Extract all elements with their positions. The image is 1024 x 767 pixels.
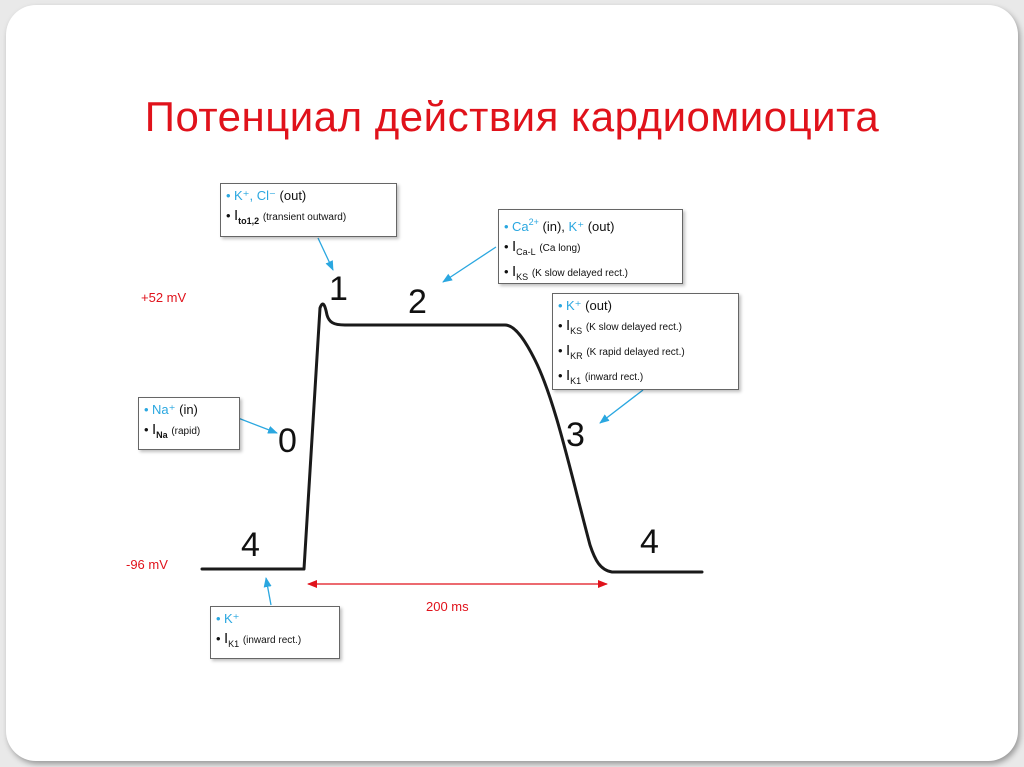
current-symbol: I: [566, 317, 571, 334]
phase-label-2: 2: [408, 283, 427, 321]
current-subscript: K1: [228, 639, 240, 649]
phase1-ion-box: •K⁺, Cl⁻ (out) •Ito1,2 (transient outwar…: [220, 183, 397, 237]
bullet-icon: •: [504, 239, 509, 254]
phase2-ion-box: •Ca2+ (in), K⁺ (out) •ICa-L (Ca long) •I…: [498, 209, 683, 284]
current-subscript: KR: [570, 351, 583, 361]
bullet-icon: •: [144, 422, 149, 437]
current-subscript: KS: [570, 326, 583, 336]
bullet-icon: •: [216, 611, 221, 626]
phase0-ion-box: •Na⁺ (in) •INa (rapid): [138, 397, 240, 450]
ion-charge: 2+: [528, 217, 539, 227]
direction-label: (out): [585, 298, 612, 313]
current-subscript: K1: [570, 376, 582, 386]
current-symbol: I: [566, 367, 571, 384]
current-subscript: KS: [516, 272, 529, 282]
bullet-icon: •: [504, 264, 509, 279]
current-line: •IK1 (inward rect.): [558, 366, 732, 391]
ion-label-calcium: Ca: [512, 219, 529, 234]
ion-label: K⁺, Cl⁻: [234, 188, 276, 203]
phase-label-0: 0: [278, 422, 297, 460]
current-line: •INa (rapid): [144, 420, 233, 445]
current-line: •ICa-L (Ca long): [504, 237, 676, 262]
current-symbol: I: [512, 238, 517, 255]
bullet-icon: •: [558, 368, 563, 383]
slide-background: [6, 5, 1018, 761]
current-subscript: to1,2: [238, 216, 260, 226]
bullet-icon: •: [558, 318, 563, 333]
current-symbol: I: [234, 207, 239, 224]
bullet-icon: •: [226, 188, 231, 203]
ion-line: •K⁺ (out): [558, 296, 732, 316]
current-description: (transient outward): [262, 212, 347, 223]
current-symbol: I: [152, 421, 157, 438]
current-subscript: Na: [156, 430, 168, 440]
ion-line: •K⁺: [216, 609, 333, 629]
current-description: (rapid): [171, 426, 201, 437]
ion-line: •K⁺, Cl⁻ (out): [226, 186, 390, 206]
current-symbol: I: [512, 263, 517, 280]
phase-label-4-right: 4: [640, 523, 659, 561]
ion-label: K⁺: [224, 611, 240, 626]
current-description: (K slow delayed rect.): [531, 268, 628, 279]
current-symbol: I: [224, 630, 229, 647]
current-description: (K slow delayed rect.): [585, 322, 682, 333]
current-symbol: I: [566, 342, 571, 359]
ion-label: Na⁺: [152, 402, 176, 417]
current-subscript: Ca-L: [516, 247, 536, 257]
current-description: (inward rect.): [584, 372, 644, 383]
current-description: (Ca long): [539, 243, 581, 254]
phase3-ion-box: •K⁺ (out) •IKS (K slow delayed rect.) •I…: [552, 293, 739, 390]
direction-label: (out): [587, 219, 615, 234]
phase-label-4-left: 4: [241, 526, 260, 564]
action-potential-curve: [200, 302, 704, 574]
current-line: •IKR (K rapid delayed rect.): [558, 341, 732, 366]
bullet-icon: •: [226, 208, 231, 223]
current-description: (K rapid delayed rect.): [586, 347, 685, 358]
current-line: •IKS (K slow delayed rect.): [558, 316, 732, 341]
phase4-arrow: [263, 577, 272, 606]
phase3-arrow: [599, 389, 644, 424]
phase4-ion-box: •K⁺ •IK1 (inward rect.): [210, 606, 340, 659]
direction-label: (out): [279, 188, 307, 203]
ion-label: K⁺: [566, 298, 582, 313]
phase1-arrow: [317, 237, 334, 271]
ion-label-potassium: K⁺: [568, 219, 585, 234]
bullet-icon: •: [558, 298, 563, 313]
phase-label-1: 1: [329, 270, 348, 308]
direction-label: (in),: [542, 219, 565, 234]
voltage-label-top: +52 mV: [141, 290, 186, 305]
bullet-icon: •: [144, 402, 149, 417]
ion-line: •Ca2+ (in), K⁺ (out): [504, 212, 676, 237]
phase-label-3: 3: [566, 416, 585, 454]
bullet-icon: •: [216, 631, 221, 646]
current-description: (inward rect.): [242, 635, 302, 646]
direction-label: (in): [179, 402, 198, 417]
duration-label: 200 ms: [426, 599, 469, 614]
ion-line: •Na⁺ (in): [144, 400, 233, 420]
voltage-label-bottom: -96 mV: [126, 557, 168, 572]
current-line: •Ito1,2 (transient outward): [226, 206, 390, 231]
bullet-icon: •: [504, 219, 509, 234]
current-line: •IK1 (inward rect.): [216, 629, 333, 654]
current-line: •IKS (K slow delayed rect.): [504, 262, 676, 287]
slide-title: Потенциал действия кардиомиоцита: [144, 93, 880, 140]
bullet-icon: •: [558, 343, 563, 358]
phase0-arrow: [237, 417, 278, 434]
phase2-arrow: [442, 246, 497, 283]
